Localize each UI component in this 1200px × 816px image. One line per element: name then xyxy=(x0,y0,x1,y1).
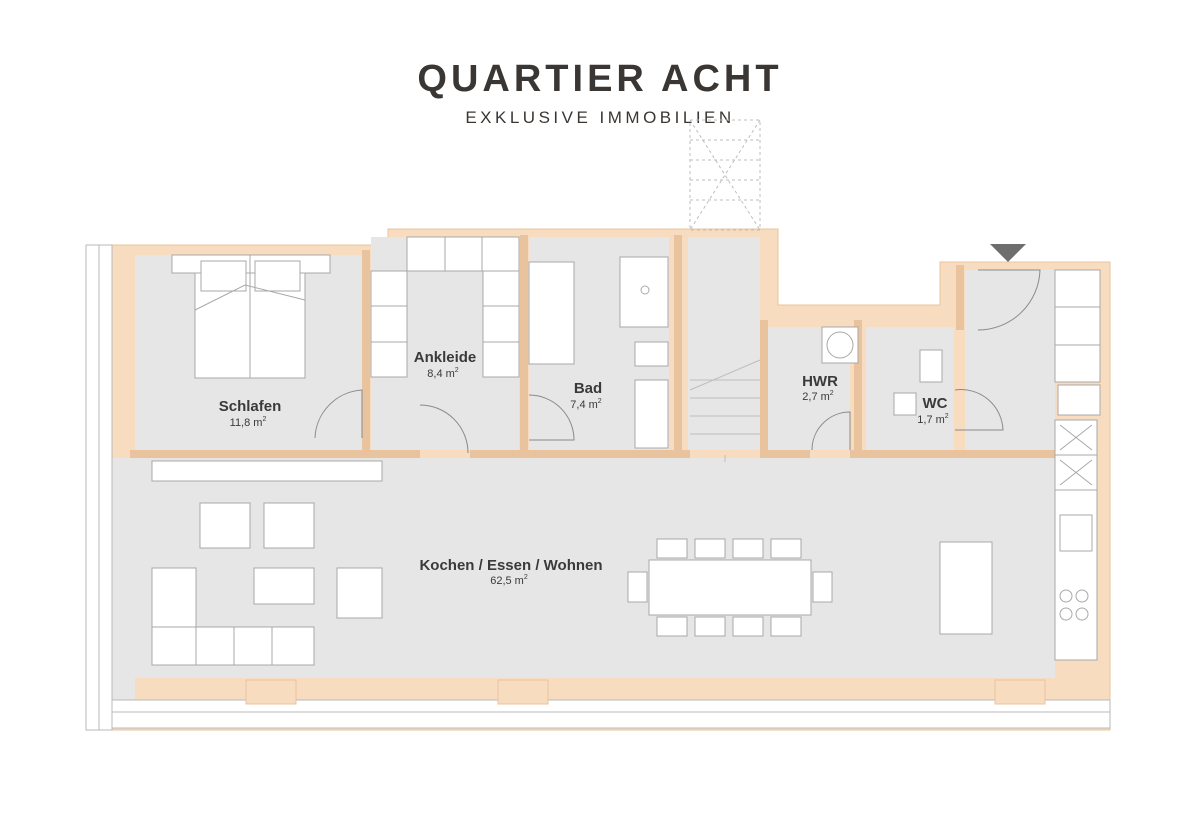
double-sink xyxy=(634,379,669,449)
entry-arrow-icon xyxy=(990,244,1026,262)
brand-subtitle: EXKLUSIVE IMMOBILIEN xyxy=(465,108,735,127)
room-labels: Schlafen 11,8 m2 Ankleide 8,4 m2 Bad 7,4… xyxy=(219,349,949,587)
chair xyxy=(770,538,802,559)
kitchen-sink xyxy=(1059,514,1093,552)
chair xyxy=(656,538,688,559)
entry-wardrobe xyxy=(1054,269,1101,383)
floor-entry xyxy=(965,270,1055,455)
floor-wohnen-bay xyxy=(112,458,135,700)
room-name-bad: Bad xyxy=(574,380,602,397)
room-name-hwr: HWR xyxy=(802,373,838,390)
staircase xyxy=(689,119,761,462)
sofa xyxy=(151,626,315,666)
furniture xyxy=(151,236,1101,666)
pillow xyxy=(200,260,247,292)
room-name-ankleide: Ankleide xyxy=(414,349,477,366)
sideboard xyxy=(151,460,383,482)
chair xyxy=(732,538,764,559)
chair xyxy=(812,571,833,603)
room-name-wc: WC xyxy=(923,395,948,412)
cabinet xyxy=(634,341,669,367)
chair xyxy=(656,616,688,637)
wardrobe xyxy=(406,236,520,272)
room-area-bad: 7,4 m2 xyxy=(570,398,602,411)
armchair xyxy=(263,502,315,549)
chair xyxy=(694,616,726,637)
chair xyxy=(694,538,726,559)
floor-wc xyxy=(866,327,954,450)
wardrobe xyxy=(482,270,520,378)
chair xyxy=(770,616,802,637)
kitchen-island xyxy=(939,541,993,635)
room-area-ankleide: 8,4 m2 xyxy=(427,367,459,380)
wardrobe xyxy=(370,270,408,378)
armchair xyxy=(199,502,251,549)
inner-walls xyxy=(130,235,1058,458)
dining-table xyxy=(648,559,812,616)
pillow xyxy=(254,260,301,292)
floor-stairs xyxy=(688,237,760,450)
room-area-wc: 1,7 m2 xyxy=(917,413,949,426)
doors xyxy=(314,269,1041,454)
room-area-wohnen: 62,5 m2 xyxy=(490,574,528,587)
entry-shelf xyxy=(1057,384,1101,416)
coffee-table xyxy=(253,567,315,605)
chair xyxy=(732,616,764,637)
wc-sink xyxy=(893,392,917,416)
chair xyxy=(627,571,648,603)
windows xyxy=(85,244,1111,731)
toilet xyxy=(919,349,943,383)
bathtub xyxy=(528,261,575,365)
bed-headboard xyxy=(171,254,331,274)
room-name-wohnen: Kochen / Essen / Wohnen xyxy=(419,557,602,574)
room-name-schlafen: Schlafen xyxy=(219,398,282,415)
brand-title: QUARTIER ACHT xyxy=(417,58,783,100)
room-area-hwr: 2,7 m2 xyxy=(802,390,834,403)
room-area-schlafen: 11,8 m2 xyxy=(230,416,267,429)
lounge-chair xyxy=(336,567,383,619)
